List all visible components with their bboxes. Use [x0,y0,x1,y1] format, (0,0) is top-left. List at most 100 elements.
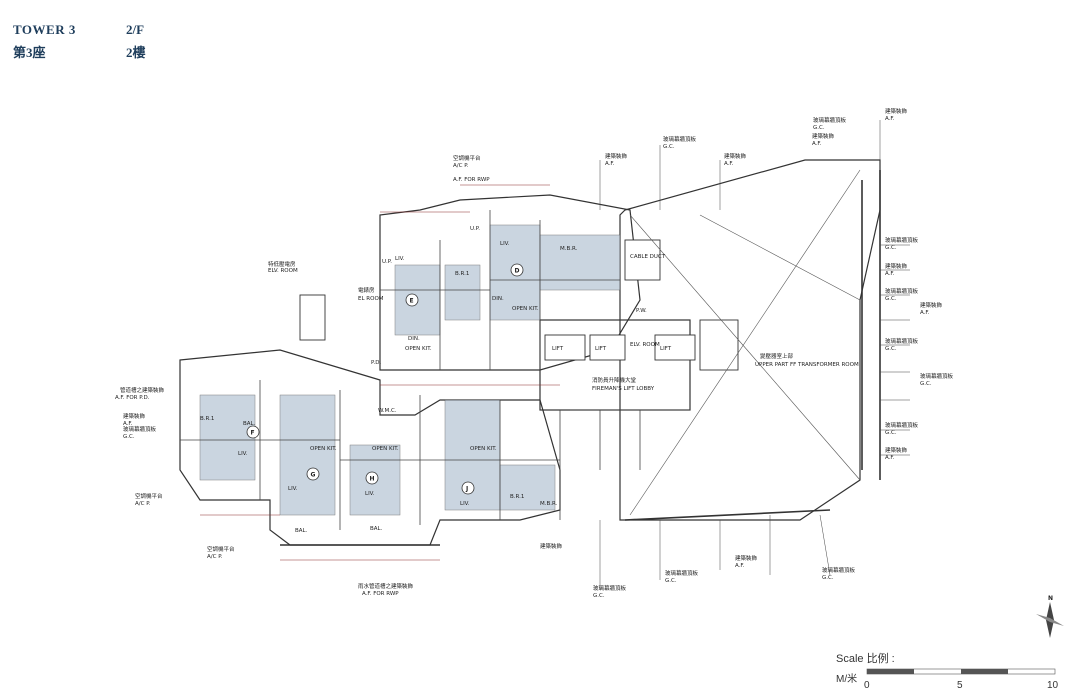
lift-core [299,239,739,371]
af-r4: A.F. [920,310,930,316]
flat-j-bedroom-area [499,464,556,511]
gc-top: G.C. [813,125,825,131]
flat-letter-e: E [410,298,414,305]
wmc-label: W.M.C. [378,408,397,414]
room-tags: LIV. DIN. M.B.R. OPEN KIT. B.R.1 LIV. DI… [200,226,578,534]
gc-b3: G.C. [665,578,677,584]
north-compass: N [1036,595,1064,638]
flat-letters: D E F G H J [251,268,520,493]
flat-e-bedroom-area [444,264,481,321]
gc-r6: G.C. [920,381,932,387]
scale-tick-10: 10 [1047,680,1059,691]
el-room-zh-label: 電錶房 [358,286,375,294]
flat-letter-h: H [370,476,375,483]
gc-r1: G.C. [885,245,897,251]
gc-b5: G.C. [822,575,834,581]
af-t2: A.F. [605,161,615,167]
up-tag-e: U.P. [382,259,392,265]
fireman-lobby-zh-label: 消防員升降機大堂 [592,376,637,384]
af-zh-b1: 建築裝飾 [540,542,563,550]
gc-zh-r6: 玻璃幕牆頂板 [920,372,954,380]
ac-p-l: A/C P. [135,501,151,507]
br1-tag-j: B.R.1 [510,494,524,500]
lift-label-2: LIFT [595,346,607,352]
compass-cross-icon [1036,614,1064,626]
scale-tick-5: 5 [957,680,963,691]
flat-marker-j [461,481,475,495]
flat-f-area [199,394,256,481]
flat-letter-d: D [515,268,520,275]
flat-letter-g: G [311,472,316,479]
up-tag-d: U.P. [470,226,480,232]
fireman-lobby-label: FIREMAN'S LIFT LOBBY [592,386,655,392]
flat-marker-f [246,425,260,439]
af-rwp-top: A.F. FOR RWP [453,177,490,183]
open-kit-tag-e: OPEN KIT. [405,346,432,352]
lift-label-3: LIFT [660,346,672,352]
scale-seg-3 [961,669,1008,674]
annotation-leaders [599,120,910,590]
open-kit-tag-h: OPEN KIT. [372,446,399,452]
ac-platform-zh-l2: 空調機平台 [207,545,235,553]
scale-tick-0: 0 [864,680,870,691]
af-top: A.F. [885,116,895,122]
gc-zh-l2: 玻璃幕牆頂板 [123,425,157,433]
flat-marker-g [306,467,320,481]
liv-tag-e: LIV. [395,256,405,262]
bal-tag-g: BAL. [295,528,308,534]
lift-shaft-2 [589,334,626,361]
gc-r5: G.C. [885,346,897,352]
compass-north-label: N [1048,595,1053,602]
af-zh-t3: 建築裝飾 [724,152,747,160]
open-kit-tag-g: OPEN KIT. [310,446,337,452]
el-room-label: EL ROOM [358,296,384,302]
af-zh-r2: 建築裝飾 [885,262,908,270]
bal-tag-f: BAL. [243,421,256,427]
ac-platform-zh-top: 空調機平台 [453,154,481,162]
partition-walls [180,210,690,530]
cable-duct-label: CABLE DUCT [630,254,666,260]
floor-title-en: 2/F [126,22,145,37]
pd-label: P.D. [371,360,381,366]
liv-tag-g: LIV. [288,486,298,492]
stair-block [299,294,326,341]
af-zh-r8: 建築裝飾 [885,446,908,454]
dimension-lines [200,184,560,561]
flat-g-area [279,394,336,516]
af-pd-label: A.F. FOR P.D. [115,395,150,401]
cable-duct-room [624,239,661,281]
liv-tag-f: LIV. [238,451,248,457]
scale-unit: M/米 [836,674,858,685]
flat-d-bedroom-area [539,234,621,291]
liv-tag-h: LIV. [365,491,375,497]
flat-j-living-area [444,399,501,511]
ac-p-top: A/C P. [453,163,469,169]
af-zh-l1: 建築裝飾 [123,412,146,420]
elv-room-zh-label: 特低壓電房 [268,260,296,268]
mbr-tag-d: M.B.R. [560,246,578,252]
af-l1: A.F. [123,421,133,427]
scale-title: Scale 比例 : [836,653,895,665]
gc-zh-r3: 玻璃幕牆頂板 [885,287,919,295]
af-rwp-label: A.F. FOR RWP [362,591,399,597]
gc-r7: G.C. [885,430,897,436]
af-b4: A.F. [735,563,745,569]
gc-zh-t1: 玻璃幕牆頂板 [663,135,697,143]
flat-markers [246,263,524,495]
tower-title-zh: 第3座 [13,45,46,60]
flat-marker-d [510,263,524,277]
af-top2: A.F. [812,141,822,147]
flat-marker-h [365,471,379,485]
gc-r3: G.C. [885,296,897,302]
tower-title-en: TOWER 3 [13,22,76,37]
transformer-void-lines [629,169,861,516]
scale-seg-1 [867,669,914,674]
lift-shaft-1 [544,334,586,361]
gc-zh-r5: 玻璃幕牆頂板 [885,337,919,345]
flat-letter-j: J [465,486,468,493]
gc-zh-r7: 玻璃幕牆頂板 [885,421,919,429]
liv-tag-j: LIV. [460,501,470,507]
transformer-zh-label: 變壓器室上部 [760,352,794,360]
gc-l2: G.C. [123,434,135,440]
gc-zh-b3: 玻璃幕牆頂板 [665,569,699,577]
